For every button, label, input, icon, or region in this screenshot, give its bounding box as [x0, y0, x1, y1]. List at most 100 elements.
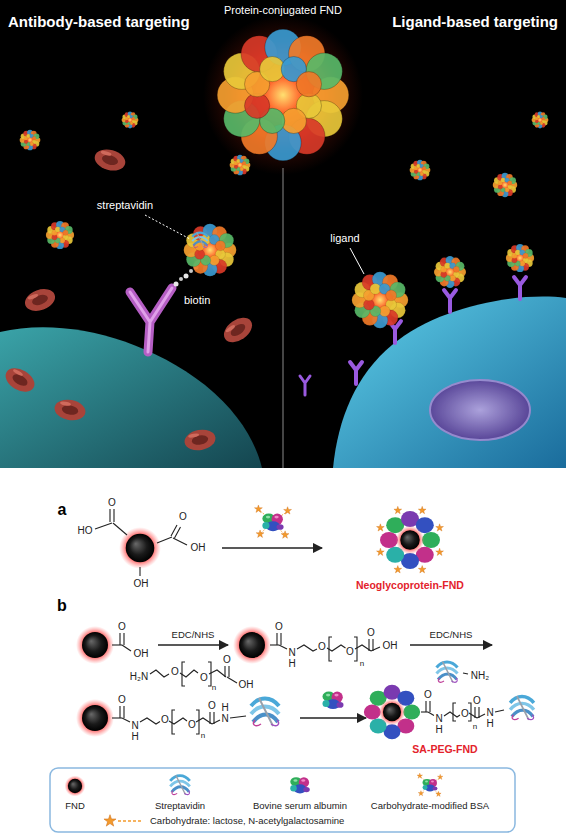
bond-chain	[150, 670, 169, 677]
double-bond	[369, 639, 373, 651]
atom-label: NH₂	[471, 670, 489, 681]
double-bond	[277, 633, 281, 645]
red-blood-cell	[92, 146, 127, 174]
reagent-label: EDC/NHS	[430, 630, 473, 640]
red-blood-cell	[219, 313, 256, 347]
bond	[270, 644, 279, 645]
panel-divider	[283, 168, 284, 468]
atom-label: OH	[134, 578, 149, 589]
atom-label: O	[275, 621, 283, 632]
bond	[122, 718, 130, 722]
biotin-atom	[174, 282, 179, 287]
atom-label: N	[131, 720, 138, 731]
bond	[495, 710, 504, 712]
illustration-ground	[0, 0, 566, 468]
bond	[157, 537, 172, 543]
product-label: SA-PEG-FND	[412, 744, 477, 756]
atom-label: O	[118, 621, 126, 632]
fnd-particle	[434, 256, 466, 288]
atom-label: O	[318, 641, 326, 652]
double-bond	[475, 707, 479, 718]
bond	[139, 567, 140, 576]
chemical-bonds	[95, 509, 187, 576]
bond	[477, 714, 485, 718]
atom-label: H₂N	[130, 671, 148, 682]
fnd-particle	[20, 130, 41, 151]
repeat-index: n	[201, 732, 205, 741]
bond-chain	[469, 713, 477, 718]
reaction-arrow	[410, 644, 492, 646]
bond	[428, 712, 434, 716]
fnd-particle	[493, 173, 517, 197]
streptavidin-icon	[437, 662, 458, 683]
atom-label: O	[208, 700, 216, 711]
legend-sample	[290, 777, 310, 793]
atom-label: O	[473, 695, 481, 706]
bond	[227, 677, 237, 683]
red-blood-cell	[1, 363, 38, 396]
atom-label: O	[346, 646, 354, 657]
atom-label: N	[486, 707, 493, 718]
legend-sample	[65, 776, 86, 797]
bond-chain	[180, 670, 198, 677]
bond-chain	[327, 645, 346, 651]
atom-label: O	[188, 719, 196, 730]
atom-label: OH	[134, 648, 149, 659]
atom-label: O	[424, 689, 432, 700]
reaction-arrow	[300, 717, 366, 719]
leader-line	[145, 215, 190, 239]
streptavidin-icon	[192, 232, 207, 247]
reaction-arrow	[222, 547, 322, 549]
double-bond	[225, 666, 229, 677]
panel-title: Antibody-based targeting	[8, 14, 190, 31]
repeat-bracket	[172, 710, 199, 734]
protein-conjugated-fnd	[217, 29, 349, 161]
bsa-icon	[323, 692, 344, 710]
biotin-atom	[179, 277, 183, 281]
illustration-title: Protein-conjugated FND	[224, 4, 342, 16]
receptors	[300, 277, 526, 395]
bond-chain	[140, 718, 160, 724]
bond-chain	[444, 712, 460, 717]
atom-label: H	[486, 718, 493, 729]
receptor	[444, 290, 456, 312]
neoglycoprotein-fnd	[377, 506, 444, 573]
legend-frame	[50, 768, 515, 832]
atom-label: H	[221, 702, 228, 713]
sa-peg-fnd-core	[364, 685, 420, 739]
biotin-atom	[189, 269, 193, 273]
atom-label: O	[179, 511, 187, 522]
receptor	[514, 277, 526, 299]
callout-label: biotin	[184, 294, 210, 306]
atom-label: H	[435, 724, 442, 735]
callout-label: ligand	[330, 232, 359, 244]
bond	[421, 711, 428, 712]
atom-label: O	[461, 708, 469, 719]
callout-label: streptavidin	[97, 199, 153, 211]
legend-icon	[417, 773, 443, 796]
red-blood-cell	[22, 285, 58, 315]
fnd-sphere	[76, 699, 114, 737]
atom-label: O	[171, 666, 179, 677]
ligand-fnd	[352, 272, 408, 328]
fnd-particle	[46, 221, 74, 249]
leader-line	[350, 248, 364, 274]
legend-text: Carbohydrate-modified BSA	[371, 801, 489, 811]
legend-icon	[290, 777, 310, 793]
legend-text: FND	[65, 801, 85, 811]
repeat-bracket	[329, 637, 357, 661]
legend-text: Carbohydrate: lactose, N-acetylgalactosa…	[150, 816, 344, 826]
bond	[463, 673, 468, 674]
atom-label: OH	[383, 640, 398, 651]
fnd-particle	[230, 155, 251, 176]
bond	[230, 716, 246, 718]
repeat-bracket	[182, 662, 211, 686]
panel-letter: b	[57, 597, 67, 615]
chemical-bonds	[112, 633, 468, 686]
receptor	[300, 376, 310, 395]
bond	[173, 538, 187, 545]
atom-label: O	[118, 694, 126, 705]
biotin-atom	[184, 274, 189, 279]
fnd-sphere	[76, 626, 114, 664]
